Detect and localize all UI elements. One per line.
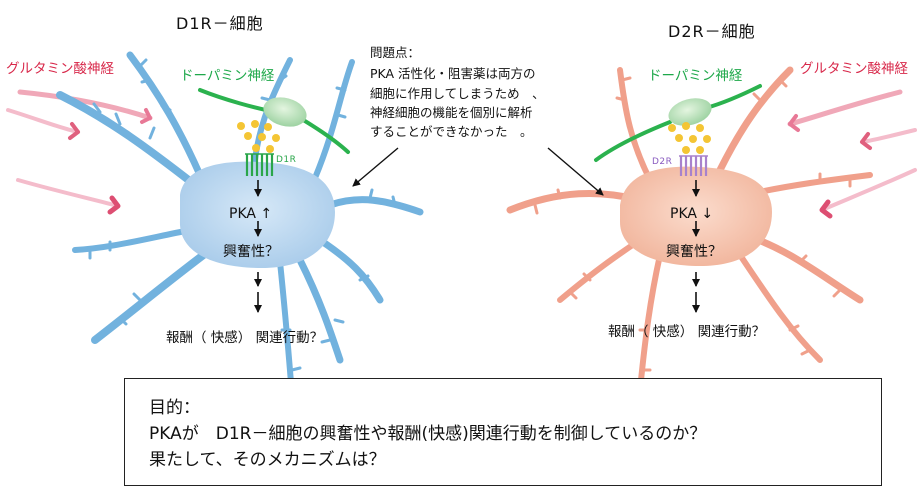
- right-glutamate-label: グルタミン酸神経: [800, 61, 908, 77]
- goal-question: 果たして、そのメカニズムは？: [149, 450, 386, 470]
- note-arrow-left: [352, 147, 399, 187]
- problem-note-line: 細胞に作用してしまうため 、: [370, 86, 545, 101]
- problem-note-heading: 問題点：: [370, 45, 420, 60]
- note-arrow-right: [547, 147, 604, 196]
- left-neuron: D1R: [6, 51, 424, 398]
- right-neuron: D2R: [506, 66, 917, 393]
- left-dopamine-neuron: [198, 88, 350, 154]
- left-behavior-label: 報酬（ 快感） 関連行動？: [166, 329, 323, 346]
- goal-box: 目的： PKAが D1R－細胞の興奮性や報酬(快感)関連行動を制御しているのか？…: [124, 378, 882, 486]
- left-glutamate-label: グルタミン酸神経: [6, 61, 114, 77]
- problem-note-line: することができなかった 。: [370, 124, 533, 139]
- problem-note-line: 神経細胞の機能を個別に解析: [370, 105, 533, 120]
- right-pka-label: PKA ↓: [670, 206, 713, 222]
- right-dopamine-label: ドーパミン神経: [648, 68, 743, 84]
- left-excitability-label: 興奮性？: [223, 244, 279, 260]
- right-dopamine-neuron: [594, 84, 762, 162]
- d1r-receptor-icon: [245, 153, 274, 176]
- right-soma: [620, 166, 772, 266]
- d2r-receptor-label: D2R: [652, 157, 672, 167]
- left-vesicles: [237, 120, 280, 153]
- goal-heading: 目的：: [149, 398, 200, 418]
- left-soma: [179, 161, 335, 268]
- right-glutamate-axons: [787, 89, 917, 219]
- right-behavior-label: 報酬（ 快感） 関連行動？: [608, 323, 765, 340]
- d2r-receptor-icon: [679, 155, 708, 176]
- d1r-receptor-label: D1R: [276, 155, 296, 165]
- problem-note-line: PKA 活性化・阻害薬は両方の: [370, 66, 536, 81]
- goal-question: PKAが D1R－細胞の興奮性や報酬(快感)関連行動を制御しているのか？: [149, 424, 707, 444]
- left-pka-label: PKA ↑: [229, 206, 272, 222]
- left-glutamate-axons: [6, 89, 153, 215]
- left-title: D1R－細胞: [176, 14, 264, 33]
- problem-note: 問題点： PKA 活性化・阻害薬は両方の 細胞に作用してしまうため 、 神経細胞…: [370, 45, 545, 139]
- left-dopamine-label: ドーパミン神経: [180, 68, 275, 84]
- right-title: D2R－細胞: [668, 22, 756, 41]
- right-vesicles: [668, 122, 711, 154]
- right-excitability-label: 興奮性？: [666, 244, 722, 260]
